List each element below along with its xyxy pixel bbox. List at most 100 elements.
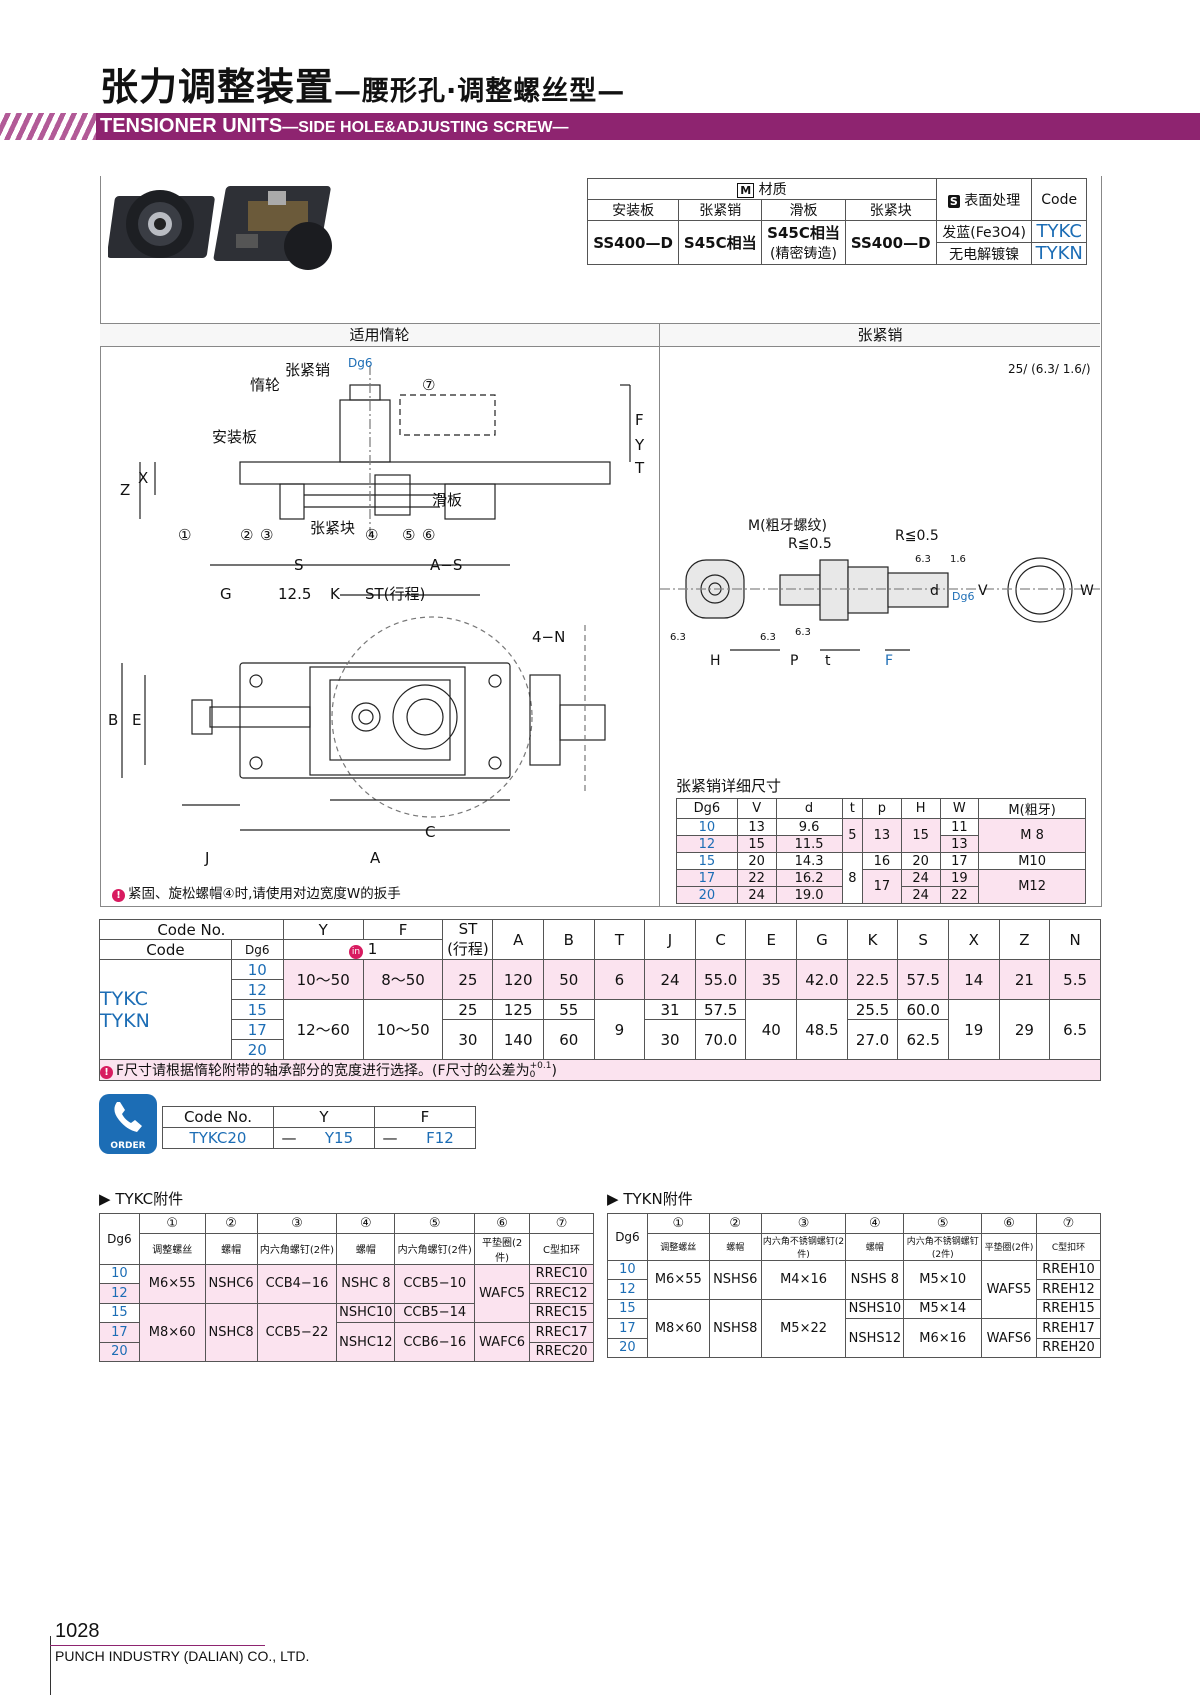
mt-b: 50 <box>543 959 595 1000</box>
pin-dims-table: Dg6 V d t p H W M(粗牙) 10 13 9.6 5 13 15 … <box>676 798 1086 904</box>
mt-h-in: in 1 <box>282 939 444 960</box>
screw-head-plan <box>191 699 213 735</box>
tykn-n6: ⑥ <box>981 1213 1038 1234</box>
tykc-title: ▶ TYKC附件 <box>99 1190 184 1208</box>
mt-dg: 17 <box>230 1019 284 1040</box>
pd-dg: 12 <box>676 835 738 853</box>
tykn-dg: 17 <box>607 1318 648 1339</box>
mt-f: 10～50 <box>362 999 444 1060</box>
mt-h-n: N <box>1049 919 1101 960</box>
pin-drawing: 25/ (6.3/ 1.6/) M(粗牙螺纹) R≦0.5 R≦0.5 6.3 … <box>660 362 1100 669</box>
pd-h-p: p <box>862 798 902 819</box>
tykc-name4: 螺帽 <box>336 1232 396 1265</box>
tykc-title-text: TYKC附件 <box>115 1190 184 1208</box>
pd-v: 13 <box>736 818 777 836</box>
left-note: !紧固、旋松螺帽④时,请使用对边宽度W的扳手 <box>112 882 401 902</box>
tykn-dg: 15 <box>607 1298 648 1319</box>
tykn-c5: M5×14 <box>903 1298 983 1319</box>
mt-h-st-2: (行程) <box>447 940 489 958</box>
phone-icon <box>114 1102 142 1132</box>
end-view <box>529 674 561 766</box>
lbl-r63b: 6.3 <box>670 632 686 643</box>
page-title: 张力调整装置—腰形孔·调整螺丝型— <box>100 56 625 111</box>
nut-side <box>444 483 496 520</box>
pd-t: 8 <box>841 852 864 904</box>
lbl-H: H <box>710 653 721 669</box>
mt-h-j: J <box>644 919 696 960</box>
tykc-c1: M6×55 <box>138 1263 206 1304</box>
mt-h-a: A <box>492 919 545 960</box>
mt-st: 25 <box>442 959 494 1000</box>
mt-note-text: F尺寸请根据惰轮附带的轴承部分的宽度进行选择。(F尺寸的公差为 <box>116 1063 530 1079</box>
tykn-name5: 内六角不锈钢螺钉(2件) <box>903 1232 983 1261</box>
tykn-name2: 螺帽 <box>708 1232 762 1261</box>
pd-d: 14.3 <box>775 852 843 870</box>
tykn-dg: 10 <box>607 1259 648 1280</box>
tykc-dg: 17 <box>99 1322 140 1343</box>
lbl-4N: 4−N <box>532 628 565 646</box>
tykn-c4: NSHS12 <box>845 1318 905 1358</box>
lbl-t: t <box>825 653 831 669</box>
lbl-r63d: 6.3 <box>795 627 811 638</box>
left-note-text: 紧固、旋松螺帽④时,请使用对边宽度W的扳手 <box>128 886 401 902</box>
lbl-n1: ① <box>178 526 191 544</box>
code-header: Code <box>1031 178 1087 221</box>
tykc-name2: 螺帽 <box>204 1232 258 1265</box>
surface-s-badge: S <box>947 194 960 208</box>
material-label: 材质 <box>758 182 787 198</box>
mat-val-slide-main: S45C相当 <box>767 224 840 242</box>
tykc-name5: 内六角螺钉(2件) <box>394 1232 476 1265</box>
tykc-n1: ① <box>138 1213 206 1234</box>
sprocket-unit-photo-1 <box>108 190 215 258</box>
mt-h-code: Code <box>99 939 232 960</box>
mat-col-block: 张紧块 <box>844 199 937 221</box>
surface-1: 发蓝(Fe3O4) <box>935 220 1033 243</box>
pd-h-dg: Dg6 <box>676 798 738 819</box>
tykn-n7: ⑦ <box>1036 1213 1101 1234</box>
lbl-finish: 25/ (6.3/ 1.6/) <box>1008 362 1091 376</box>
mt-j: 30 <box>644 1019 696 1060</box>
mt-st: 30 <box>442 1019 494 1060</box>
pd-h-h: H <box>900 798 941 819</box>
lbl-J: J <box>204 849 209 867</box>
main-dimension-table: Code No. Y F ST(行程) A B T J C E G K S X … <box>99 919 1101 1081</box>
mt-h-codeno: Code No. <box>99 919 284 940</box>
lbl-r16: 1.6 <box>950 554 966 565</box>
mt-g: 42.0 <box>796 959 848 1000</box>
ord-sep2: — <box>374 1127 405 1149</box>
mt-dg: 10 <box>230 959 284 980</box>
mt-y: 10～50 <box>282 959 364 1000</box>
order-badge-box: ORDER <box>99 1094 157 1154</box>
mt-j: 31 <box>644 999 696 1020</box>
tykc-name7: C型扣环 <box>529 1232 594 1265</box>
tykc-dg: 15 <box>99 1302 140 1323</box>
lbl-n6: ⑥ <box>422 526 435 544</box>
mt-h-g: G <box>796 919 848 960</box>
tykn-name1: 调整螺丝 <box>646 1232 710 1261</box>
tykn-n4: ④ <box>845 1213 905 1234</box>
tykn-n3: ③ <box>760 1213 847 1234</box>
tykc-h-dg: Dg6 <box>99 1213 140 1265</box>
tykn-title-text: TYKN附件 <box>623 1190 693 1208</box>
pd-v: 20 <box>736 852 777 870</box>
order-badge-label: ORDER <box>110 1141 146 1151</box>
code-tykc: TYKC <box>1031 220 1087 243</box>
pd-w: 22 <box>939 886 980 904</box>
pd-h-t: t <box>841 798 864 819</box>
mt-c: 57.5 <box>694 999 747 1020</box>
tykn-c6: WAFS5 <box>981 1259 1038 1319</box>
mt-y: 12～60 <box>282 999 364 1060</box>
pd-d: 19.0 <box>775 886 843 904</box>
tykn-n1: ① <box>646 1213 710 1234</box>
material-table: M 材质 S 表面处理 Code 安装板 张紧销 滑板 张紧块 SS400—D … <box>586 178 1087 265</box>
surface-2: 无电解镀镍 <box>935 242 1033 265</box>
mt-code-tykn: TYKN <box>100 1009 150 1032</box>
lbl-W: W <box>1080 583 1094 599</box>
pd-d: 16.2 <box>775 869 843 887</box>
pin-head <box>349 384 381 401</box>
ord-h-y: Y <box>273 1106 375 1128</box>
pin-side <box>339 399 391 463</box>
lbl-R1: R≦0.5 <box>788 536 832 552</box>
pd-h-d: d <box>775 798 843 819</box>
